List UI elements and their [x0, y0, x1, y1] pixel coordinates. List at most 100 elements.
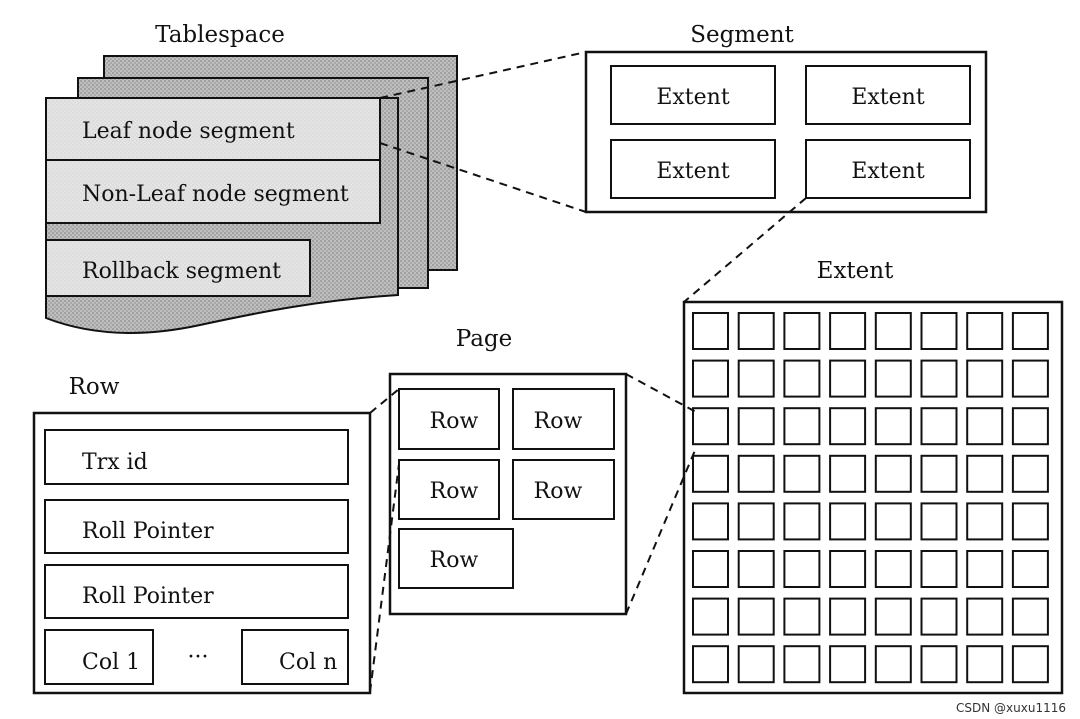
segment-title: Segment: [690, 22, 794, 48]
extent-page-cell: [1011, 550, 1049, 588]
extent-page-grid: [692, 312, 1049, 684]
extent-page-cell: [1011, 502, 1049, 541]
non-leaf-node-segment-box: [45, 159, 381, 224]
connector-row-page-bottom: [369, 463, 400, 693]
segment-extent-box: [805, 139, 971, 199]
extent-page-cell: [920, 550, 958, 588]
page-row-label: Row: [430, 409, 479, 434]
extent-page-cell: [920, 359, 958, 398]
col-1-label: Col 1: [82, 650, 140, 675]
extent-page-cell: [874, 407, 912, 446]
page-row-box: [398, 528, 514, 589]
leaf-node-segment-box: [45, 97, 381, 161]
col-n-field: [241, 629, 349, 685]
extent-page-cell: [829, 550, 867, 588]
extent-page-cell: [920, 502, 958, 541]
extent-page-cell: [920, 645, 958, 684]
extent-page-cell: [737, 407, 775, 446]
rollback-segment-label: Rollback segment: [82, 259, 281, 284]
extent-page-cell: [829, 407, 867, 446]
extent-page-cell: [692, 550, 729, 588]
roll-pointer-field: [44, 564, 349, 619]
extent-page-cell: [783, 645, 821, 684]
extent-page-cell: [1011, 312, 1049, 350]
extent-page-cell: [692, 407, 729, 446]
extent-page-cell: [874, 550, 912, 588]
segment-extent-label: Extent: [656, 85, 729, 110]
segment-extent-box: [610, 139, 776, 199]
extent-page-cell: [966, 312, 1004, 350]
extent-page-cell: [783, 359, 821, 398]
extent-page-cell: [920, 454, 958, 493]
col-1-field: [44, 629, 154, 685]
segment-extent-label: Extent: [656, 159, 729, 184]
extent-page-cell: [920, 407, 958, 446]
extent-page-cell: [1011, 359, 1049, 398]
extent-page-cell: [692, 359, 729, 398]
extent-page-cell: [829, 312, 867, 350]
extent-page-cell: [737, 502, 775, 541]
col-n-label: Col n: [279, 650, 337, 675]
segment-extent-label: Extent: [851, 159, 924, 184]
page-group: Page Row Row Row Row Row: [388, 326, 628, 616]
tablespace-group: Tablespace Leaf node segment Non-Leaf no…: [45, 22, 458, 335]
extent-page-cell: [829, 597, 867, 636]
extent-page-cell: [1011, 454, 1049, 493]
extent-page-cell: [829, 454, 867, 493]
extent-page-cell: [692, 597, 729, 636]
segment-extent-label: Extent: [851, 85, 924, 110]
trx-id-field: [44, 429, 349, 485]
connector-tablespace-segment-top: [379, 51, 587, 99]
extent-page-cell: [783, 454, 821, 493]
leaf-node-segment-label: Leaf node segment: [82, 119, 295, 144]
extent-page-cell: [966, 359, 1004, 398]
connector-segment-extent: [683, 197, 807, 303]
extent-page-cell: [737, 312, 775, 350]
extent-page-cell: [1011, 407, 1049, 446]
extent-page-cell: [737, 359, 775, 398]
connector-page-extent-bottom: [625, 447, 697, 615]
extent-page-cell: [874, 597, 912, 636]
extent-page-cell: [783, 597, 821, 636]
segment-group: Segment Extent Extent Extent Extent: [584, 22, 988, 214]
roll-pointer-field: [44, 499, 349, 554]
page-title: Page: [456, 326, 513, 352]
page-row-label: Row: [430, 548, 479, 573]
extent-page-cell: [874, 454, 912, 493]
extent-page-cell: [692, 312, 729, 350]
extent-page-cell: [829, 502, 867, 541]
extent-page-cell: [874, 312, 912, 350]
extent-page-cell: [874, 645, 912, 684]
extent-page-cell: [783, 407, 821, 446]
extent-page-cell: [920, 312, 958, 350]
segment-extent-box: [805, 65, 971, 125]
extent-title: Extent: [817, 258, 894, 284]
page-row-label: Row: [534, 479, 583, 504]
roll-pointer-label: Roll Pointer: [82, 519, 214, 544]
page-row-box: [398, 388, 500, 450]
extent-page-cell: [966, 407, 1004, 446]
col-ellipsis: ···: [188, 645, 209, 670]
page-row-box: [398, 459, 500, 520]
extent-page-cell: [874, 502, 912, 541]
roll-pointer-label: Roll Pointer: [82, 584, 214, 609]
row-title: Row: [69, 374, 120, 400]
tablespace-title: Tablespace: [155, 22, 285, 48]
extent-page-cell: [737, 645, 775, 684]
page-row-label: Row: [430, 479, 479, 504]
page-row-box: [512, 459, 615, 520]
page-row-label: Row: [534, 409, 583, 434]
extent-page-cell: [692, 454, 729, 493]
extent-page-cell: [829, 645, 867, 684]
rollback-segment-box: [45, 239, 311, 297]
page-row-box: [512, 388, 615, 450]
extent-page-cell: [874, 359, 912, 398]
extent-page-cell: [737, 550, 775, 588]
non-leaf-node-segment-label: Non-Leaf node segment: [82, 182, 349, 207]
row-group: Row Trx id Roll Pointer Roll Pointer Col…: [32, 374, 372, 695]
extent-page-cell: [737, 454, 775, 493]
extent-page-cell: [829, 359, 867, 398]
extent-page-cell: [783, 502, 821, 541]
extent-page-cell: [920, 597, 958, 636]
extent-page-cell: [966, 502, 1004, 541]
